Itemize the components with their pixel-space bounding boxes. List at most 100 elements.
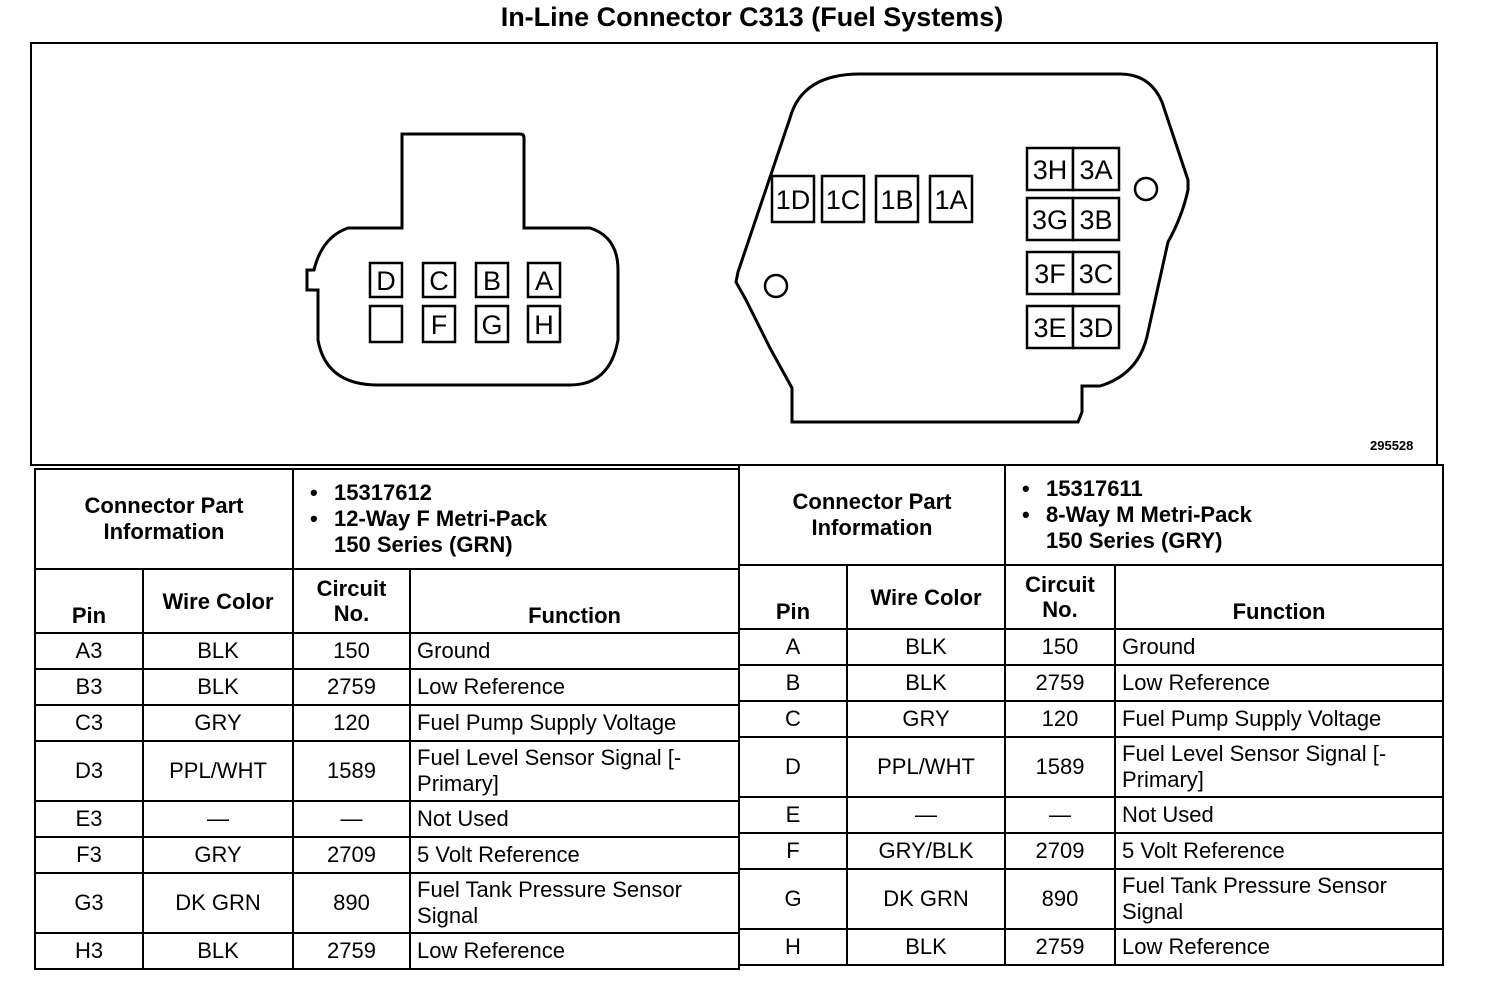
- left-connector-outline: [305, 132, 620, 387]
- circuit-cell: 2709: [1004, 832, 1117, 870]
- pin-cavity: 1C: [820, 174, 866, 224]
- pin-cavity: 3D: [1071, 304, 1121, 350]
- pin-cavity: F: [421, 304, 457, 344]
- pin-label: 3D: [1079, 313, 1114, 343]
- pin-cavity: 3G: [1025, 196, 1075, 242]
- part-desc-1: 8-Way M Metri-Pack: [1022, 502, 1436, 528]
- left-pin-table: Connector Part Information 15317612 12-W…: [33, 468, 741, 970]
- pin-cell: B3: [34, 668, 144, 706]
- pin-cavity: 3F: [1025, 250, 1075, 296]
- circuit-cell: 2759: [292, 932, 412, 970]
- wire-color-cell: DK GRN: [845, 868, 1007, 930]
- pin-label: D: [376, 266, 396, 296]
- wire-color-cell: PPL/WHT: [845, 736, 1007, 798]
- connector-diagram-frame: [30, 42, 1438, 466]
- pin-cavity: 3C: [1071, 250, 1121, 296]
- pin-label: A: [535, 266, 553, 296]
- pin-label: 3H: [1033, 155, 1068, 185]
- function-cell: Fuel Level Sensor Signal [- Primary]: [1114, 736, 1445, 798]
- wire-color-cell: BLK: [141, 632, 295, 670]
- pin-label: G: [481, 310, 502, 340]
- header-pin: Pin: [34, 568, 144, 634]
- circuit-cell: 120: [1004, 700, 1117, 738]
- mount-hole-right: [1133, 176, 1159, 202]
- function-cell: 5 Volt Reference: [409, 836, 741, 874]
- right-connector-outline: [734, 72, 1190, 424]
- wire-color-cell: —: [845, 796, 1007, 834]
- pin-cell: C: [738, 700, 848, 738]
- pin-cavity: D: [368, 261, 404, 299]
- circuit-cell: 2759: [292, 668, 412, 706]
- pin-cavity: 3E: [1025, 304, 1075, 350]
- function-cell: Ground: [1114, 628, 1445, 666]
- pin-label: 3G: [1032, 205, 1068, 235]
- pin-label: 1D: [776, 185, 811, 215]
- pin-cell: E: [738, 796, 848, 834]
- part-number: 15317612: [310, 480, 732, 506]
- pin-cell: G: [738, 868, 848, 930]
- wire-color-cell: BLK: [141, 932, 295, 970]
- pin-cell: H: [738, 928, 848, 966]
- wire-color-cell: GRY: [141, 836, 295, 874]
- pin-label: 3A: [1079, 155, 1112, 185]
- function-cell: Fuel Tank Pressure Sensor Signal: [1114, 868, 1445, 930]
- pin-label: B: [483, 266, 501, 296]
- wire-color-cell: —: [141, 800, 295, 838]
- wire-color-cell: PPL/WHT: [141, 740, 295, 802]
- header-wire-color: Wire Color: [141, 568, 295, 634]
- circuit-cell: 890: [1004, 868, 1117, 930]
- circuit-cell: —: [292, 800, 412, 838]
- header-wire-color: Wire Color: [845, 564, 1007, 630]
- pin-label: 1A: [934, 185, 967, 215]
- mount-hole-left: [763, 273, 789, 299]
- pin-cavity: H: [526, 304, 562, 344]
- pin-label: 3E: [1033, 313, 1066, 343]
- pin-cell: F3: [34, 836, 144, 874]
- pin-label: 3F: [1034, 259, 1066, 289]
- pin-label: H: [534, 310, 554, 340]
- wire-color-cell: GRY/BLK: [845, 832, 1007, 870]
- pin-cell: B: [738, 664, 848, 702]
- circuit-cell: 2759: [1004, 928, 1117, 966]
- pin-label: 3C: [1079, 259, 1114, 289]
- right-pin-table: Connector Part Information 15317611 8-Wa…: [737, 464, 1445, 966]
- pin-cavity: G: [474, 304, 510, 344]
- wire-color-cell: GRY: [141, 704, 295, 742]
- wire-color-cell: BLK: [845, 664, 1007, 702]
- pin-cavity: [368, 304, 404, 344]
- pin-label: F: [431, 310, 448, 340]
- wire-color-cell: BLK: [141, 668, 295, 706]
- circuit-cell: 120: [292, 704, 412, 742]
- pin-cell: D: [738, 736, 848, 798]
- header-circuit: Circuit No.: [292, 568, 412, 634]
- part-number: 15317611: [1022, 476, 1436, 502]
- function-cell: Low Reference: [1114, 928, 1445, 966]
- pin-cavity: 1B: [874, 174, 920, 224]
- function-cell: Fuel Level Sensor Signal [- Primary]: [409, 740, 741, 802]
- pin-cell: C3: [34, 704, 144, 742]
- circuit-cell: 150: [292, 632, 412, 670]
- function-cell: Not Used: [409, 800, 741, 838]
- pin-cavity: 3A: [1071, 146, 1121, 192]
- wire-color-cell: DK GRN: [141, 872, 295, 934]
- pin-cell: F: [738, 832, 848, 870]
- circuit-cell: 150: [1004, 628, 1117, 666]
- part-desc-1: 12-Way F Metri-Pack: [310, 506, 732, 532]
- header-function: Function: [1114, 564, 1445, 630]
- connector-part-info: 15317612 12-Way F Metri-Pack 150 Series …: [292, 468, 741, 570]
- diagram-title: In-Line Connector C313 (Fuel Systems): [500, 2, 1004, 32]
- pin-cell: G3: [34, 872, 144, 934]
- wire-color-cell: GRY: [845, 700, 1007, 738]
- pin-cavity: 3H: [1025, 146, 1075, 192]
